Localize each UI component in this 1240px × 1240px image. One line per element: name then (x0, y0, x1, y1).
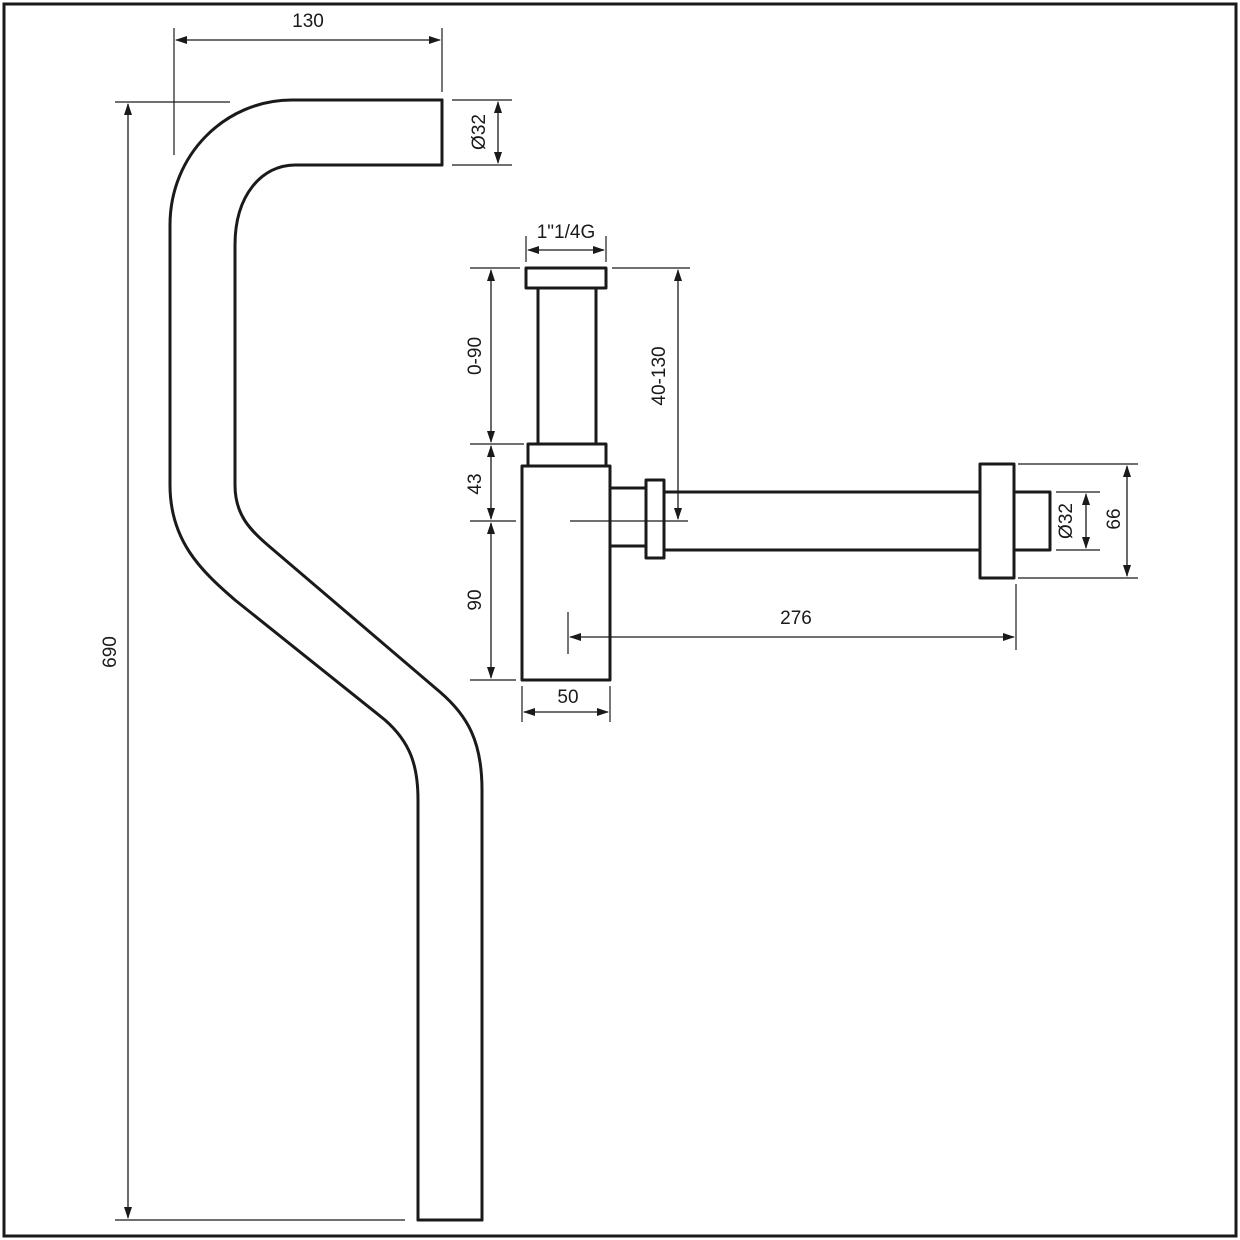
wall-flange (978, 462, 1016, 580)
dim-label-inlet-thread: 1"1/4G (537, 222, 596, 243)
tail-pipe (168, 98, 484, 1222)
dim-outlet-diameter: Ø32 (1056, 491, 1100, 551)
dim-label-50: 50 (557, 687, 578, 708)
dim-body-width: 50 (521, 686, 611, 722)
tail-pipe-outer-edge (168, 98, 444, 1222)
dim-body-upper: 43 (465, 445, 516, 522)
dim-label-690: 690 (100, 636, 121, 668)
inlet-extension-tube (536, 286, 598, 446)
dim-tailpipe-diameter: Ø32 (452, 99, 512, 166)
dim-label-66: 66 (1104, 508, 1125, 529)
dim-label-tailpipe-diameter: Ø32 (469, 114, 490, 150)
dim-tailpipe-height: 690 (100, 101, 405, 1221)
dim-outlet-length: 276 (569, 584, 1017, 650)
dim-body-lower: 90 (465, 522, 516, 681)
outlet-nut (644, 478, 666, 560)
bottle-trap (520, 266, 1052, 682)
tail-pipe-inner-edge (233, 163, 484, 1222)
dim-label-43: 43 (465, 473, 486, 494)
outlet-stub (608, 486, 648, 548)
dim-label-40-130: 40-130 (649, 346, 670, 405)
dim-label-0-90: 0-90 (465, 337, 486, 375)
trap-body (520, 464, 612, 682)
dim-label-90: 90 (465, 589, 486, 610)
inlet-cap (524, 266, 608, 290)
dim-label-130: 130 (292, 11, 324, 32)
dim-inlet-extension: 0-90 (465, 267, 524, 445)
dim-tailpipe-offset: 130 (173, 11, 443, 155)
dim-height-to-outlet: 40-130 (612, 267, 690, 520)
dim-inlet-thread: 1"1/4G (525, 222, 607, 262)
inlet-nut-ring (526, 442, 608, 468)
dim-label-outlet-diameter: Ø32 (1056, 503, 1077, 539)
dim-label-276: 276 (780, 608, 812, 629)
outlet-pipe (662, 490, 982, 552)
wall-stub (1012, 490, 1052, 552)
dim-wall-flange: 66 (1018, 463, 1138, 579)
